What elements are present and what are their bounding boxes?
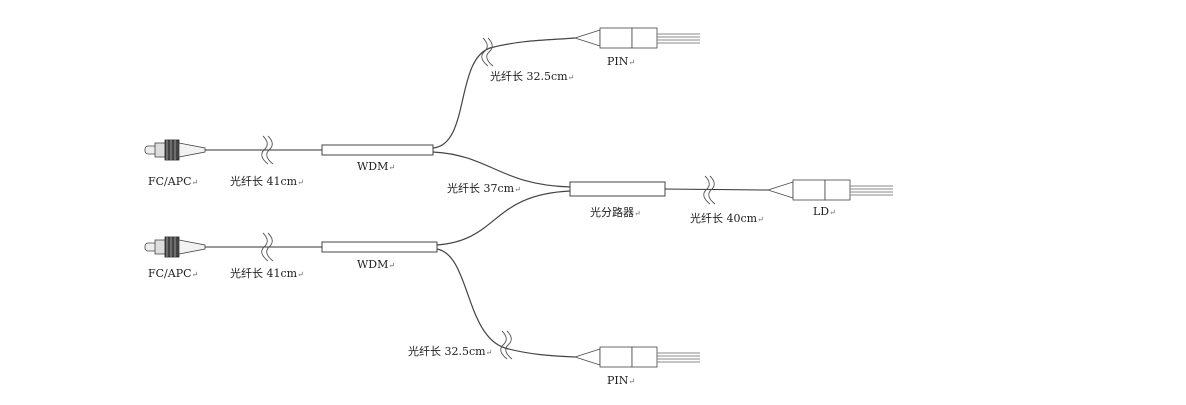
wdm-top [321, 144, 434, 156]
pin-connector-top [574, 27, 701, 49]
break-mark-icon [500, 330, 513, 360]
label-pin-top: PIN↵ [607, 55, 636, 68]
pin-connector-bottom [574, 346, 701, 368]
label-wdm-top: WDM↵ [357, 160, 396, 173]
fiber-to-splitter-top [432, 151, 571, 188]
label-splitter: 光分路器↵ [590, 206, 641, 219]
label-fiber-pin-bottom: 光纤长 32.5cm↵ [408, 345, 493, 358]
label-fc-apc-bottom: FC/APC↵ [148, 267, 199, 280]
fiber-to-pin-bottom [436, 248, 576, 358]
break-mark-icon [481, 37, 494, 67]
label-fc-apc-top: FC/APC↵ [148, 175, 199, 188]
break-mark-icon [703, 175, 716, 205]
label-wdm-bottom: WDM↵ [357, 258, 396, 271]
fc-apc-connector-bottom [144, 236, 206, 258]
fiber-to-ld [664, 188, 769, 191]
label-fiber-ld: 光纤长 40cm↵ [690, 212, 764, 225]
label-fiber-top-left: 光纤长 41cm↵ [230, 175, 304, 188]
wdm-bottom [321, 241, 438, 253]
label-fiber-splitter: 光纤长 37cm↵ [447, 182, 521, 195]
fc-apc-connector-top [144, 139, 206, 161]
label-fiber-bottom-left: 光纤长 41cm↵ [230, 267, 304, 280]
optical-splitter [569, 181, 666, 197]
label-ld: LD↵ [813, 205, 836, 218]
fiber-to-pin-top [432, 37, 576, 149]
label-pin-bottom: PIN↵ [607, 374, 636, 387]
fiber-to-splitter-bottom [436, 190, 571, 246]
label-fiber-pin-top: 光纤长 32.5cm↵ [490, 70, 575, 83]
ld-connector [767, 179, 894, 201]
